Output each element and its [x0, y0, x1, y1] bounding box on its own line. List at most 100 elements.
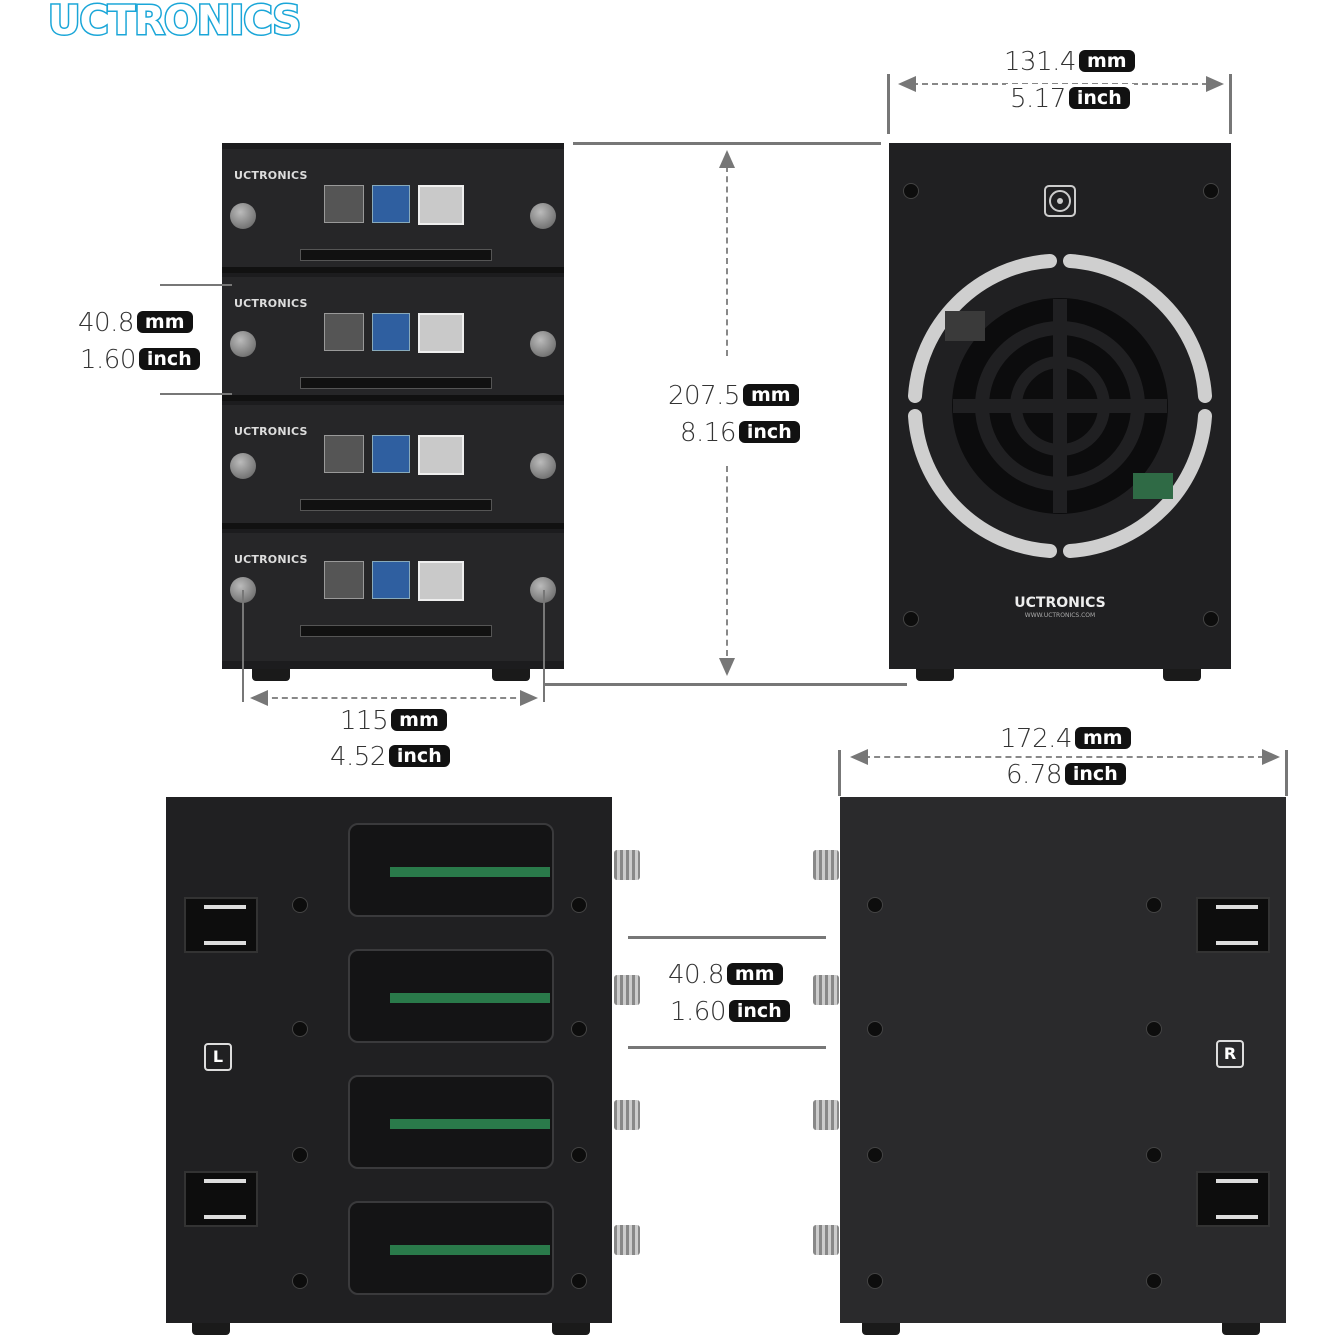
module-logo: UCTRONICS [234, 297, 308, 310]
usb2-port-icon [324, 435, 364, 473]
thumb-screw-icon [230, 203, 256, 229]
screw-icon [903, 611, 919, 627]
thumb-screw-icon [530, 331, 556, 357]
dimension-line [726, 466, 728, 656]
screw-icon [292, 897, 308, 913]
handle-icon [1196, 897, 1270, 953]
side-window [348, 1075, 554, 1169]
screw-icon [867, 897, 883, 913]
module-2: UCTRONICS [222, 277, 564, 401]
foot-icon [1163, 669, 1201, 681]
extension-line [242, 590, 244, 702]
screw-icon [571, 1147, 587, 1163]
usb2-port-icon [324, 185, 364, 223]
arrow-left-icon [850, 749, 868, 765]
side-window [348, 949, 554, 1043]
handle-icon [184, 897, 258, 953]
extension-line [543, 590, 545, 702]
fan-view-enclosure: UCTRONICS WWW.UCTRONICS.COM [889, 143, 1231, 669]
extension-line [628, 936, 826, 939]
thumb-screw-icon [230, 331, 256, 357]
thumb-screw-icon [813, 1100, 839, 1130]
side-label-right: R [1216, 1040, 1244, 1068]
screw-icon [292, 1147, 308, 1163]
usb3-port-icon [372, 185, 410, 223]
side-window [348, 1201, 554, 1295]
usb2-port-icon [324, 313, 364, 351]
dimension-line [726, 166, 728, 356]
ethernet-port-icon [418, 185, 464, 225]
sd-slot-icon [300, 377, 492, 389]
screw-icon [571, 1273, 587, 1289]
extension-line [545, 683, 907, 686]
usb2-port-icon [324, 561, 364, 599]
thumb-screw-icon [230, 453, 256, 479]
ethernet-port-icon [418, 435, 464, 475]
usb3-port-icon [372, 435, 410, 473]
usb3-port-icon [372, 561, 410, 599]
foot-icon [916, 669, 954, 681]
module-logo: UCTRONICS [234, 553, 308, 566]
arrow-down-icon [719, 658, 735, 676]
pcb-board [390, 993, 550, 1003]
sd-slot-icon [300, 249, 492, 261]
screw-icon [571, 1021, 587, 1037]
screw-icon [292, 1021, 308, 1037]
thumb-screw-icon [530, 203, 556, 229]
arrow-right-icon [520, 690, 538, 706]
dimension-line [262, 697, 526, 699]
pcb-board [390, 867, 550, 877]
screw-icon [867, 1021, 883, 1037]
thumb-screw-icon [813, 975, 839, 1005]
module-4: UCTRONICS [222, 533, 564, 661]
dimension-line [864, 756, 1264, 758]
side-window [348, 823, 554, 917]
arrow-right-icon [1262, 749, 1280, 765]
thumb-screw-icon [614, 1100, 640, 1130]
arrow-up-icon [719, 150, 735, 168]
screw-icon [292, 1273, 308, 1289]
screw-icon [1203, 183, 1219, 199]
screw-icon [1203, 611, 1219, 627]
extension-line [628, 1046, 826, 1049]
handle-icon [1196, 1171, 1270, 1227]
thumb-screw-icon [614, 850, 640, 880]
front-view-enclosure: UCTRONICS UCTRONICS UCTRONICS UCTRONICS [222, 143, 564, 669]
module-logo: UCTRONICS [234, 169, 308, 182]
arrow-left-icon [898, 76, 916, 92]
brand-logo: UCTRONICS [46, 0, 302, 46]
sd-slot-icon [300, 499, 492, 511]
thumb-screw-icon [530, 453, 556, 479]
module-logo: UCTRONICS [234, 425, 308, 438]
pcb-board [390, 1245, 550, 1255]
right-side-enclosure: R [840, 797, 1286, 1323]
ethernet-port-icon [418, 561, 464, 601]
module-1: UCTRONICS [222, 149, 564, 273]
ethernet-port-icon [418, 313, 464, 353]
extension-line [160, 393, 232, 395]
screw-icon [903, 183, 919, 199]
pcb-board [390, 1119, 550, 1129]
foot-icon [252, 669, 290, 681]
thumb-screw-icon [614, 1225, 640, 1255]
extension-line [838, 750, 841, 796]
fan-brand-url: WWW.UCTRONICS.COM [1024, 612, 1096, 619]
fan-brand-logo: UCTRONICS [1014, 595, 1106, 611]
foot-icon [862, 1323, 900, 1335]
sd-slot-icon [300, 625, 492, 637]
handle-icon [184, 1171, 258, 1227]
extension-line [887, 74, 890, 134]
screw-icon [867, 1147, 883, 1163]
side-label-left: L [204, 1043, 232, 1071]
usb3-port-icon [372, 313, 410, 351]
